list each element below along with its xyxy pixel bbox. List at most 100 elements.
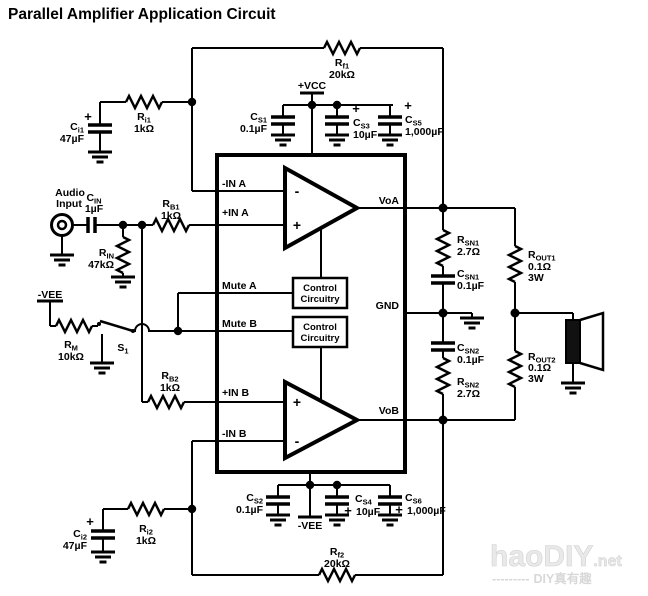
cs5-value: 1,000µF — [405, 126, 444, 138]
rin-label: RIN — [99, 247, 114, 261]
rsn1-value: 2.7Ω — [457, 246, 480, 258]
ic-pin-labels: -IN A +IN A Mute A Mute B +IN B -IN B Vo… — [222, 178, 399, 440]
junction-dot — [118, 220, 128, 230]
junction-dot — [187, 97, 197, 107]
control-circuitry-a: Control Circuitry — [291, 276, 349, 310]
resistor-rb2 — [146, 393, 186, 411]
cs1-value: 0.1µF — [240, 123, 268, 135]
cin-value: 1µF — [85, 203, 104, 215]
control-box-b — [291, 315, 349, 349]
cs2-label: CS2 — [246, 492, 263, 506]
page-title: Parallel Amplifier Application Circuit — [8, 6, 276, 23]
rsn2-value: 2.7Ω — [457, 388, 480, 400]
ground-symbol — [50, 253, 74, 267]
resistor-rsn1 — [434, 228, 452, 268]
ci2-value: 47µF — [63, 540, 88, 552]
cs5-label: CS5 — [405, 114, 422, 128]
resistors — [54, 39, 524, 584]
rm-value: 10kΩ — [58, 351, 84, 363]
rf2-value: 20kΩ — [324, 558, 350, 570]
control-box-a — [291, 276, 349, 310]
rf1-label: Rf1 — [335, 57, 349, 71]
cs4-plus: + — [344, 503, 352, 518]
junction-dot — [332, 100, 342, 110]
watermark: haoDIY.net ---------DIY真有趣 — [490, 540, 623, 586]
opamp-a-triangle — [283, 164, 362, 252]
rout2-power: 3W — [528, 373, 544, 385]
speaker-horn — [579, 311, 605, 372]
control-box-a-line2: Circuitry — [300, 294, 340, 305]
resistor-rout1 — [506, 244, 524, 284]
vee-input-label: -VEE — [38, 289, 63, 301]
rb1-value: 1kΩ — [161, 210, 181, 222]
opamp-b: + - — [283, 378, 362, 462]
watermark-brand: haoDIY.net — [490, 540, 622, 573]
ground-symbol — [460, 316, 484, 330]
jack-outer-ring — [50, 213, 74, 237]
cs6-value: 1,000µF — [407, 505, 446, 517]
resistor-rb1 — [151, 216, 191, 234]
speaker — [565, 311, 605, 372]
junction-dot — [438, 415, 448, 425]
cs4-value: 10µF — [356, 506, 381, 518]
rin-value: 47kΩ — [88, 259, 114, 271]
resistor-rf2 — [317, 566, 357, 584]
opamp-b-plus: + — [293, 394, 301, 410]
pin-gnd: GND — [376, 300, 400, 312]
ri2-label: Ri2 — [139, 523, 153, 537]
pin-mute-b: Mute B — [222, 318, 257, 330]
junction-dot — [438, 203, 448, 213]
ri1-label: Ri1 — [137, 111, 151, 125]
junction-dot — [438, 308, 448, 318]
junction-dots — [118, 97, 520, 514]
junction-dot — [187, 504, 197, 514]
speaker-driver — [565, 319, 581, 364]
csn2-label: CSN2 — [457, 342, 479, 356]
opamp-a-plus: + — [293, 217, 301, 233]
ground-symbol — [325, 133, 349, 147]
rout1-power: 3W — [528, 272, 544, 284]
pin-pos-in-b: +IN B — [222, 387, 250, 399]
junction-dot — [137, 220, 147, 230]
pin-neg-in-a: -IN A — [222, 178, 247, 190]
csn1-label: CSN1 — [457, 268, 479, 282]
ground-symbol — [561, 381, 585, 395]
cs2-value: 0.1µF — [236, 504, 264, 516]
pin-vob: VoB — [379, 405, 400, 417]
csn1-value: 0.1µF — [457, 280, 485, 292]
resistor-rm — [54, 317, 94, 335]
cs6-label: CS6 — [405, 492, 422, 506]
capacitors — [86, 102, 455, 552]
rout2-label: ROUT2 — [528, 351, 556, 365]
cs6-plus: + — [395, 502, 403, 517]
cs4-label: CS4 — [355, 493, 373, 507]
resistor-rin — [114, 235, 132, 275]
ground-symbols — [50, 133, 585, 564]
audio-input-label2: Input — [56, 198, 82, 210]
ground-symbol — [266, 513, 290, 527]
opamp-a: - + — [283, 164, 362, 252]
ground-symbol — [325, 513, 349, 527]
junction-dot — [173, 326, 183, 336]
opamp-b-triangle — [283, 378, 362, 462]
ci2-label: Ci2 — [73, 528, 87, 542]
mute-switch-s1 — [97, 319, 135, 333]
rb2-label: RB2 — [161, 370, 178, 384]
ground-symbol — [378, 133, 402, 147]
wire-crossover-hop — [133, 323, 178, 332]
rf1-value: 20kΩ — [329, 69, 355, 81]
pin-neg-in-b: -IN B — [222, 428, 247, 440]
cin-label: CIN — [86, 192, 101, 206]
opamp-b-minus: - — [295, 433, 300, 449]
ci2-plus: + — [86, 514, 94, 529]
opamp-a-minus: - — [295, 183, 300, 199]
control-circuitry-b: Control Circuitry — [291, 315, 349, 349]
watermark-tagline: ---------DIY真有趣 — [492, 571, 592, 586]
ground-symbol — [111, 275, 135, 289]
ci1-value: 47µF — [60, 133, 85, 145]
pin-voa: VoA — [379, 195, 400, 207]
ri1-value: 1kΩ — [134, 123, 154, 135]
cs3-value: 10µF — [353, 129, 378, 141]
